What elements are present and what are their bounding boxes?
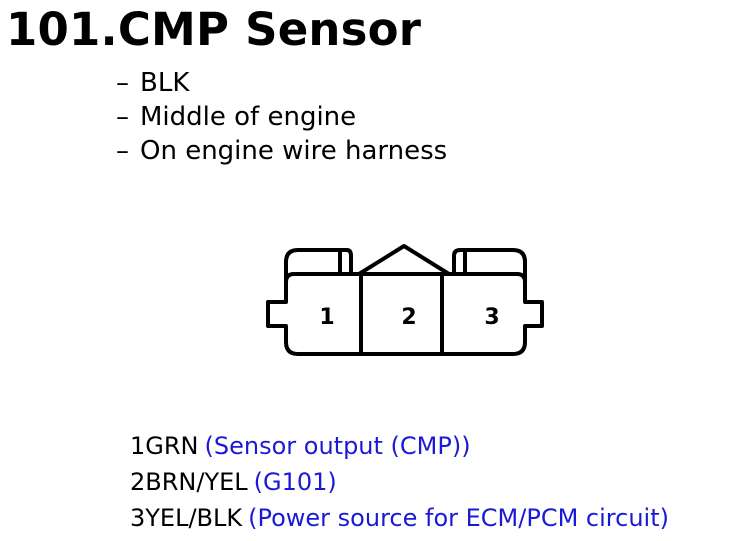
page-title: 101.CMP Sensor (6, 3, 422, 56)
pin-description: (G101) (253, 468, 337, 496)
bullet-dash: – (116, 68, 129, 98)
pin-description: (Sensor output (CMP)) (204, 432, 471, 460)
bullet-dash: – (116, 102, 129, 132)
connector-diagram: 1 2 3 (266, 244, 544, 356)
wire-code: 1GRN (130, 432, 199, 460)
pinout-row: 1GRN(Sensor output (CMP)) (130, 428, 669, 464)
bullet-dash: – (116, 136, 129, 166)
info-text: BLK (140, 68, 190, 98)
info-color: –BLK (116, 66, 447, 100)
info-harness: –On engine wire harness (116, 134, 447, 168)
pin-description: (Power source for ECM/PCM circuit) (248, 504, 669, 532)
wire-code: 3YEL/BLK (130, 504, 243, 532)
wire-code: 2BRN/YEL (130, 468, 248, 496)
info-text: On engine wire harness (140, 136, 448, 166)
pin-label: 2 (401, 305, 416, 330)
connector-body-outline (266, 244, 544, 356)
pin-label: 1 (319, 305, 334, 330)
pinout-list: 1GRN(Sensor output (CMP)) 2BRN/YEL(G101)… (130, 428, 669, 536)
pin-label: 3 (484, 305, 499, 330)
connector-cavity-edge (284, 272, 527, 284)
info-location: –Middle of engine (116, 100, 447, 134)
info-text: Middle of engine (140, 102, 357, 132)
pinout-row: 2BRN/YEL(G101) (130, 464, 669, 500)
pinout-row: 3YEL/BLK(Power source for ECM/PCM circui… (130, 500, 669, 536)
connector-info-list: –BLK –Middle of engine –On engine wire h… (116, 66, 447, 168)
